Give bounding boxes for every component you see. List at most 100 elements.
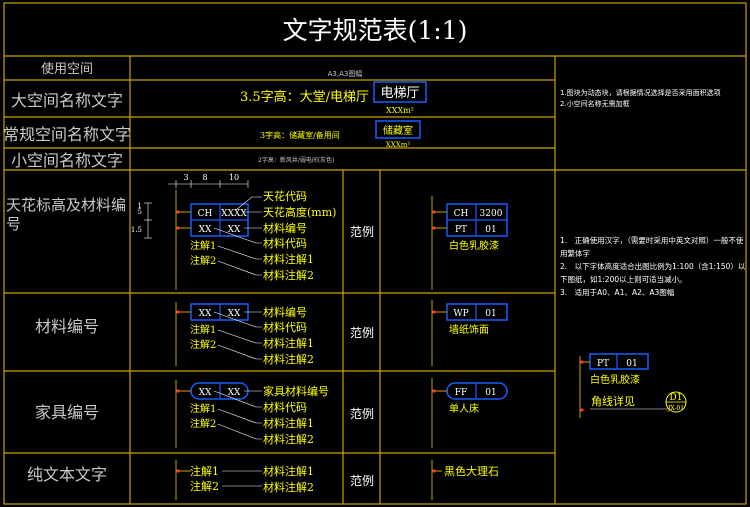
row-headers: 使用空间 大空间名称文字 常规空间名称文字 小空间名称文字 天花标高及材料编号 … [3,61,131,484]
material-value: XX [228,309,241,319]
large-name-tag: 电梯厅 [380,86,419,101]
normal-name-tag-box [375,120,421,139]
row-header-material: 材料编号 [35,317,99,336]
notes-top-2: 2.小空间名称无需加框 [560,100,630,108]
ceiling-bottom-value: XX [228,225,241,235]
material-example: WP 01 墙纸饰面 [431,300,508,366]
furniture-label-2: 材料代码 [263,400,307,414]
ceiling-vdim-3: 1 [138,202,142,210]
side-ex-ref-top: D1 [670,393,683,403]
row-header-plain: 纯文本文字 [27,465,107,484]
furniture-example: FF 01 单人床 [431,378,508,448]
normal-name-row: 3字高：储藏室/备用间 储藏室 XXXm² [260,120,421,149]
ceiling-top-value: XXXX [221,209,247,219]
large-name-text: 3.5字高：大堂/电梯厅 [240,89,369,105]
row-header-normal: 常规空间名称文字 [3,125,131,144]
furniture-ex-code: FF [455,388,468,398]
furniture-symbol: XX XX 注解1 注解2 家具材料编号 材料代码 材料注解1 材料注解2 [175,380,329,448]
small-name-text: 2字高：新风井/弱电间(灰色) [258,156,335,164]
plain-ex-caption: 黑色大理石 [444,464,499,478]
example-label-material: 范例 [350,326,374,340]
row-header-furniture: 家具编号 [35,403,99,422]
ceiling-ex-bottom-code: PT [455,225,467,235]
page-title: 文字规范表(1:1) [283,16,468,45]
notes-top: 1.图块为动态块，请根据情况选择是否采用面积选项 2.小空间名称无需加框 [560,88,744,110]
material-label-1: 材料编号 [263,305,307,319]
furniture-label-4: 材料注解2 [263,432,314,446]
plain-label-2: 材料注解2 [263,480,314,494]
plain-note-1: 注解1 [190,464,219,478]
ceiling-note-2: 注解2 [190,254,216,267]
ceiling-ex-caption: 白色乳胶漆 [449,239,499,252]
furniture-note-1: 注解1 [190,402,216,415]
material-symbol: XX XX 注解1 注解2 材料编号 材料代码 材料注解1 材料注解2 [175,302,314,366]
large-name-tag-box [373,81,427,103]
ceiling-ex-top-value: 3200 [480,209,503,219]
space-value: A3,A3图幅 [328,69,363,78]
notes-mid: 1. 正确使用汉字，（需要时采用中英文对照）一般不使用繁体字 2. 以下字体高度… [560,234,746,299]
table-grid [3,2,747,505]
furniture-ex-caption: 单人床 [449,402,479,415]
furniture-code: XX [199,388,212,398]
notes-mid-2: 2. 以下字体高度适合出图比例为1:100（含1:150）以下图纸，如1:200… [560,262,746,284]
ceiling-top-code: CH [198,209,213,219]
ceiling-dim-3: 10 [229,173,239,182]
normal-name-tag: 储藏室 [383,124,413,137]
ceiling-ex-bottom-value: 01 [485,225,496,235]
material-note-1: 注解1 [190,323,216,336]
material-ex-value: 01 [485,309,496,319]
notes-mid-3: 3. 适用于A0、A1、A2、A3图幅 [560,288,675,297]
ceiling-label-2: 天花高度(mm) [263,205,336,219]
furniture-value: XX [228,388,241,398]
ceiling-dim-2: 8 [202,173,207,182]
example-label-furniture: 范例 [350,407,374,421]
large-name-row: 3.5字高：大堂/电梯厅 电梯厅 XXXm² [240,81,427,115]
ceiling-dim-1: 3 [183,173,188,182]
row-header-space: 使用空间 [41,61,93,77]
notes-mid-1: 1. 正确使用汉字，（需要时采用中英文对照）一般不使用繁体字 [560,236,744,258]
ceiling-label-5: 材料注解1 [263,252,314,266]
ceiling-label-6: 材料注解2 [263,268,314,282]
furniture-note-2: 注解2 [190,417,216,430]
side-ex-ref-bottom: JX-01 [667,405,684,412]
furniture-label-3: 材料注解1 [263,416,314,430]
ceiling-bottom-code: XX [199,225,212,235]
ceiling-label-4: 材料代码 [263,236,307,250]
ceiling-symbol: 3 8 10 1.5 5 1 CH XXXX XX XX 注解1 注解2 天花代… [131,173,336,290]
example-label-ceiling: 范例 [350,225,374,239]
ceiling-vdim-1: 1.5 [131,226,142,234]
ceiling-label-1: 天花代码 [263,190,307,203]
side-ex-value: 01 [626,359,637,369]
furniture-label-1: 家具材料编号 [263,384,329,398]
side-ex-code: PT [597,359,609,369]
material-code: XX [199,309,212,319]
ceiling-vdim-2: 5 [138,208,142,216]
notes-top-1: 1.图块为动态块，请根据情况选择是否采用面积选项 [560,89,721,97]
ceiling-label-3: 材料编号 [263,221,307,235]
furniture-ex-value: 01 [485,388,496,398]
example-label-plain: 范例 [350,474,374,488]
ceiling-example: CH 3200 PT 01 白色乳胶漆 [431,196,508,290]
material-label-2: 材料代码 [263,320,307,334]
ceiling-ex-top-code: CH [454,209,469,219]
side-ex-caption: 白色乳胶漆 [590,373,640,386]
large-name-area: XXXm² [386,106,414,115]
plain-example: 黑色大理石 [431,460,499,500]
material-note-2: 注解2 [190,338,216,351]
row-header-small: 小空间名称文字 [11,151,123,170]
row-header-ceiling: 天花标高及材料编号 [6,196,127,233]
side-ex-detail: 角线详见 [591,394,635,408]
plain-symbol: 注解1 注解2 材料注解1 材料注解2 [175,460,314,500]
plain-label-1: 材料注解1 [263,464,314,478]
normal-name-text: 3字高：储藏室/备用间 [260,130,340,140]
material-label-3: 材料注解1 [263,336,314,350]
side-example: PT 01 白色乳胶漆 角线详见 D1 JX-01 [579,353,687,418]
material-ex-caption: 墙纸饰面 [449,323,489,336]
normal-name-area: XXXm² [386,141,411,149]
ceiling-note-1: 注解1 [190,239,216,252]
material-ex-code: WP [453,309,468,319]
material-label-4: 材料注解2 [263,352,314,366]
row-header-large: 大空间名称文字 [11,91,123,110]
plain-note-2: 注解2 [190,479,219,493]
